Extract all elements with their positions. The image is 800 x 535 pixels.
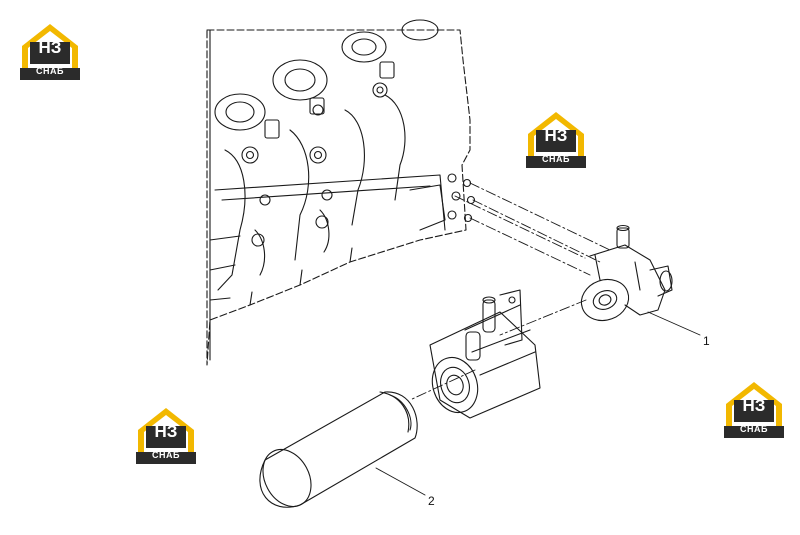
logo-bottom-text: СНАБ [152,450,180,460]
watermark-logo: НЗ СНАБ [722,376,786,440]
logo-bottom-text: СНАБ [740,424,768,434]
logo-top-text: НЗ [544,126,568,145]
house-logo-icon [20,24,80,80]
house-logo-icon [724,382,784,438]
logo-top-text: НЗ [742,396,766,415]
callout-leaders [375,311,701,496]
oil-cooler [429,289,541,419]
logo-top-text: НЗ [154,422,178,441]
house-logo-icon [526,112,586,168]
assembly-leader-lines [409,182,611,401]
filter-head [580,224,673,322]
oil-filter-cartridge [259,391,418,508]
logo-bottom-text: СНАБ [36,66,64,76]
callout-label-2: 2 [428,494,435,508]
watermark-logo: НЗ СНАБ [134,402,198,466]
engine-block [206,19,476,366]
logo-top-text: НЗ [38,38,62,57]
callout-label-1: 1 [703,334,710,348]
logo-bottom-text: СНАБ [542,154,570,164]
watermark-logo: НЗ СНАБ [18,18,82,82]
watermark-logo: НЗ СНАБ [524,106,588,170]
house-logo-icon [136,408,196,464]
